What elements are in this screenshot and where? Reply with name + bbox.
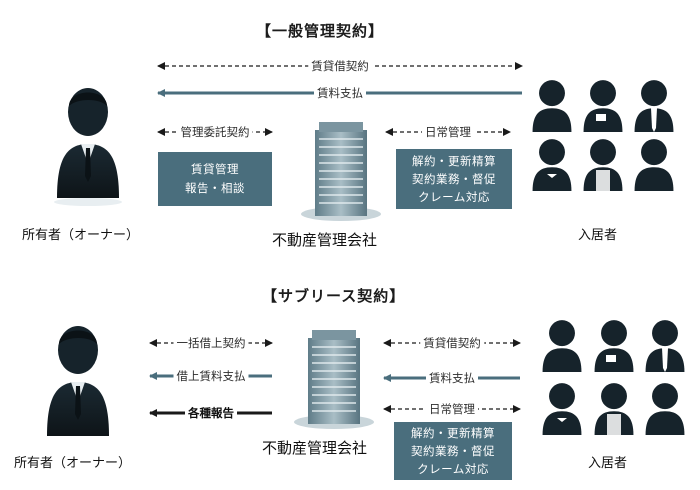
label-daily-management: 日常管理: [422, 125, 474, 139]
people-group-icon: [532, 80, 674, 192]
company-label: 不動産管理会社: [272, 231, 378, 249]
company-label-2: 不動産管理会社: [262, 439, 368, 457]
owner-services-box: 賃貸管理 報告・相談: [158, 152, 272, 206]
box-line: 賃貸管理: [191, 162, 239, 176]
section-title-general: 【一般管理契約】: [256, 22, 385, 40]
tenant-services-box: 解約・更新精算 契約業務・督促 クレーム対応: [396, 149, 512, 209]
label-rent-payment-2: 賃料支払: [426, 371, 478, 385]
office-building-icon: [301, 122, 381, 221]
owner-businessman-icon: [47, 326, 109, 436]
tenant-label: 入居者: [578, 228, 618, 243]
label-lease-contract: 賃貸借契約: [308, 59, 372, 73]
owner-businessman-icon: [54, 88, 122, 206]
label-master-lease: 一括借上契約: [173, 336, 249, 350]
box-line: クレーム対応: [418, 190, 490, 204]
owner-label: 所有者（オーナー）: [22, 228, 140, 243]
box-line: 解約・更新精算: [412, 154, 496, 168]
tenant-label-2: 入居者: [588, 456, 628, 471]
box-line: 契約業務・督促: [412, 172, 496, 186]
label-lease-rent-payment: 借上賃料支払: [173, 369, 249, 383]
tenant-services-box-2: 解約・更新精算 契約業務・督促 クレーム対応: [394, 422, 512, 480]
box-line: クレーム対応: [417, 462, 489, 476]
label-rent-payment: 賃料支払: [314, 86, 366, 100]
box-line: 解約・更新精算: [411, 426, 495, 440]
section-title-sublease: 【サブリース契約】: [262, 287, 406, 305]
label-lease-contract-2: 賃貸借契約: [420, 336, 484, 350]
box-line: 報告・相談: [185, 181, 245, 195]
people-group-icon: [542, 320, 685, 436]
box-line: 契約業務・督促: [411, 444, 495, 458]
office-building-icon: [294, 330, 374, 429]
label-management-entrust: 管理委託契約: [177, 125, 253, 139]
label-reports: 各種報告: [185, 406, 237, 420]
label-daily-management-2: 日常管理: [426, 402, 478, 416]
owner-label-2: 所有者（オーナー）: [14, 456, 132, 471]
